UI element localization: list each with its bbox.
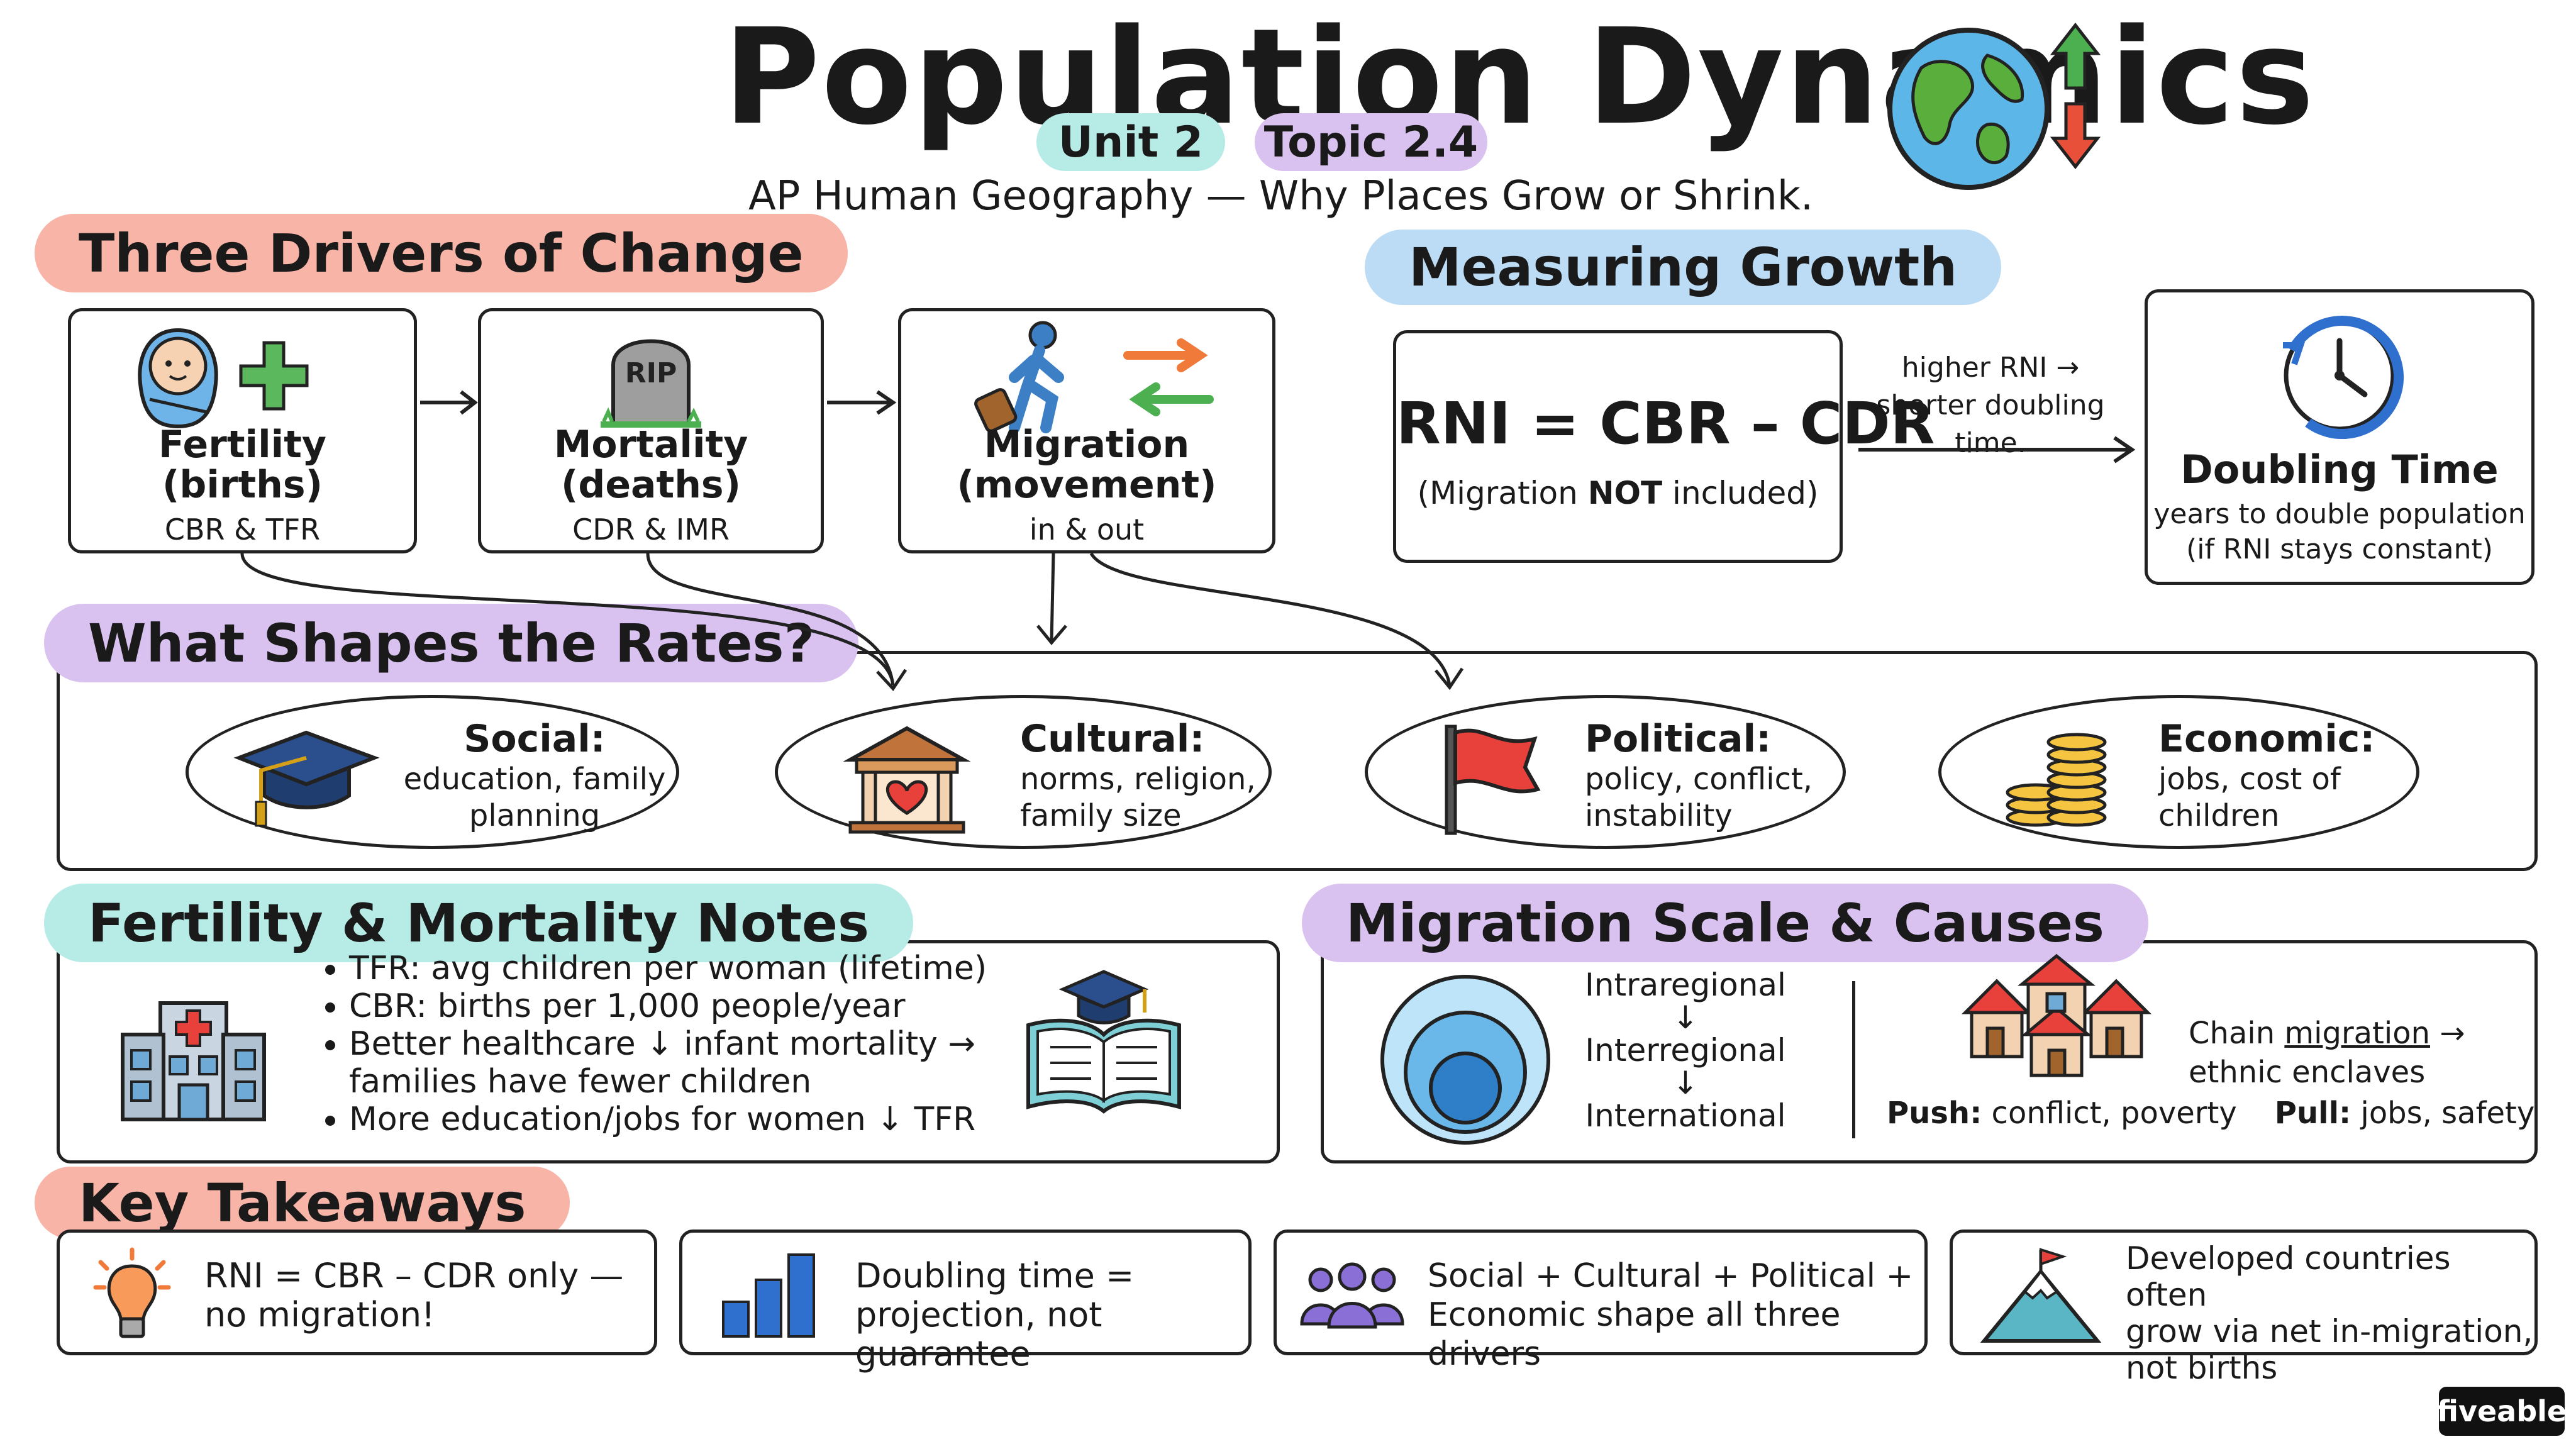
walking-traveler-icon xyxy=(974,321,1064,433)
doubling-time-title: Doubling Time xyxy=(2180,447,2499,492)
plus-icon xyxy=(239,341,309,411)
cultural-label: Cultural: xyxy=(1020,717,1205,761)
social-label: Social: xyxy=(464,717,606,761)
mountain-flag-icon xyxy=(1980,1248,2102,1343)
chain-migration-end: → ethnic enclaves xyxy=(2189,1016,2465,1090)
takeaway-developed-text: Developed countries often grow via net i… xyxy=(2126,1240,2533,1386)
chain-migration-term: migration xyxy=(2284,1016,2431,1051)
scale-intraregional: Intraregional xyxy=(1585,967,1786,1003)
rates-section-title: What Shapes the Rates? xyxy=(44,604,859,682)
cultural-factor-oval: Cultural: norms, religion, family size xyxy=(775,695,1272,849)
pull-factors: jobs, safety xyxy=(2351,1096,2535,1131)
economic-factor-oval: Economic: jobs, cost of children xyxy=(1938,695,2419,849)
rip-label: RIP xyxy=(625,357,677,389)
formula-note-start: (Migration xyxy=(1417,475,1588,511)
notes-bullet-list: TFR: avg children per woman (lifetime) C… xyxy=(318,950,1072,1138)
political-label: Political: xyxy=(1585,717,1772,761)
mortality-measures: CDR & IMR xyxy=(572,513,730,547)
political-factor-oval: Political: policy, conflict, instability xyxy=(1365,695,1846,849)
takeaway-factors-text: Social + Cultural + Political + Economic… xyxy=(1428,1257,1914,1373)
formula-note-end: included) xyxy=(1662,475,1819,511)
migration-label: Migration (movement) xyxy=(957,423,1217,507)
people-group-icon xyxy=(1300,1262,1404,1329)
graduation-cap-icon xyxy=(233,730,380,827)
takeaway-rni-text: RNI = CBR – CDR only — no migration! xyxy=(204,1256,624,1335)
topic-badge: Topic 2.4 xyxy=(1255,113,1487,171)
political-desc: policy, conflict, instability xyxy=(1585,762,1813,833)
takeaway-card-developed: Developed countries often grow via net i… xyxy=(1950,1230,2538,1386)
exchange-arrows-icon xyxy=(1123,338,1214,416)
mortality-to-migration-arrow xyxy=(827,390,897,415)
migration-scale-list: Intraregional ↓ Interregional ↓ Internat… xyxy=(1566,969,1805,1132)
economic-label: Economic: xyxy=(2158,717,2375,761)
doubling-time-desc: years to double population (if RNI stays… xyxy=(2153,498,2526,565)
doubling-time-card: Doubling Time years to double population… xyxy=(2145,289,2534,585)
push-pull-factors: Push: conflict, poverty Pull: jobs, safe… xyxy=(1887,1091,2534,1135)
globe-icon xyxy=(1887,28,2050,190)
note-bullet: TFR: avg children per woman (lifetime) xyxy=(349,950,1072,987)
lightbulb-icon xyxy=(93,1247,171,1338)
clock-icon xyxy=(2283,316,2404,439)
takeaway-doubling-text: Doubling time = projection, not guarante… xyxy=(855,1256,1135,1374)
scale-interregional: Interregional xyxy=(1585,1032,1786,1069)
takeaways-section-title: Key Takeaways xyxy=(35,1167,570,1239)
takeaway-card-doubling: Doubling time = projection, not guarante… xyxy=(679,1230,1252,1374)
note-bullet: Better healthcare ↓ infant mortality → f… xyxy=(349,1025,1072,1101)
heart-building-icon xyxy=(843,726,971,834)
rni-to-doubling-arrow xyxy=(1858,436,2136,464)
drivers-section-title: Three Drivers of Change xyxy=(35,214,848,292)
economic-desc: jobs, cost of children xyxy=(2158,762,2341,833)
fertility-label: Fertility (births) xyxy=(158,423,326,507)
chain-migration-note: Chain migration → ethnic enclaves xyxy=(2189,975,2528,1092)
migration-measures: in & out xyxy=(1029,513,1145,547)
rni-formula-note: (Migration NOT included) xyxy=(1396,475,1840,511)
mortality-card: RIP Mortality (deaths) CDR & IMR xyxy=(478,308,824,553)
pull-label: Pull: xyxy=(2274,1096,2351,1131)
fertility-to-mortality-arrow xyxy=(420,390,478,415)
social-desc: education, family planning xyxy=(403,762,666,833)
migration-section-title: Migration Scale & Causes xyxy=(1302,884,2148,962)
scale-arrow: ↓ xyxy=(1672,999,1699,1036)
fertility-card: Fertility (births) CBR & TFR xyxy=(68,308,417,553)
fiveable-brand-badge: fiveable xyxy=(2437,1387,2567,1436)
scale-arrow: ↓ xyxy=(1672,1065,1699,1101)
open-book-cap-icon xyxy=(1026,970,1181,1114)
note-bullet: CBR: births per 1,000 people/year xyxy=(349,987,1072,1025)
unit-badge: Unit 2 xyxy=(1036,113,1225,171)
formula-note-not: NOT xyxy=(1587,475,1663,511)
push-label: Push: xyxy=(1887,1096,1982,1131)
houses-enclave-icon xyxy=(1961,953,2152,1077)
cultural-desc: norms, religion, family size xyxy=(1020,762,1256,833)
coin-stack-icon xyxy=(2006,733,2107,827)
migration-card: Migration (movement) in & out xyxy=(898,308,1275,553)
takeaway-card-factors: Social + Cultural + Political + Economic… xyxy=(1274,1230,1928,1373)
gravestone-icon: RIP xyxy=(601,339,701,428)
flag-icon xyxy=(1445,724,1541,835)
social-factor-oval: Social: education, family planning xyxy=(186,695,679,849)
mortality-label: Mortality (deaths) xyxy=(553,423,748,507)
bar-chart-icon xyxy=(722,1253,815,1338)
notes-section-title: Fertility & Mortality Notes xyxy=(44,884,913,962)
decline-down-arrow-icon xyxy=(2050,102,2101,170)
fertility-measures: CBR & TFR xyxy=(164,513,321,547)
push-factors: conflict, poverty xyxy=(1982,1096,2237,1131)
note-bullet: More education/jobs for women ↓ TFR xyxy=(349,1101,1072,1138)
concentric-circles-icon xyxy=(1380,975,1550,1145)
takeaway-card-rni: RNI = CBR – CDR only — no migration! xyxy=(57,1230,657,1355)
growth-up-arrow-icon xyxy=(2050,22,2101,90)
hospital-icon xyxy=(121,1001,266,1121)
page-subtitle: AP Human Geography — Why Places Grow or … xyxy=(748,173,1814,219)
baby-icon xyxy=(138,328,218,429)
rni-doubling-relation: higher RNI → shorter doubling time. xyxy=(1876,352,2105,459)
scale-international: International xyxy=(1585,1097,1786,1134)
drivers-to-rates-connectors xyxy=(240,552,1464,692)
growth-section-title: Measuring Growth xyxy=(1365,230,2002,305)
migration-divider xyxy=(1852,981,1855,1138)
chain-migration-start: Chain xyxy=(2189,1016,2285,1051)
